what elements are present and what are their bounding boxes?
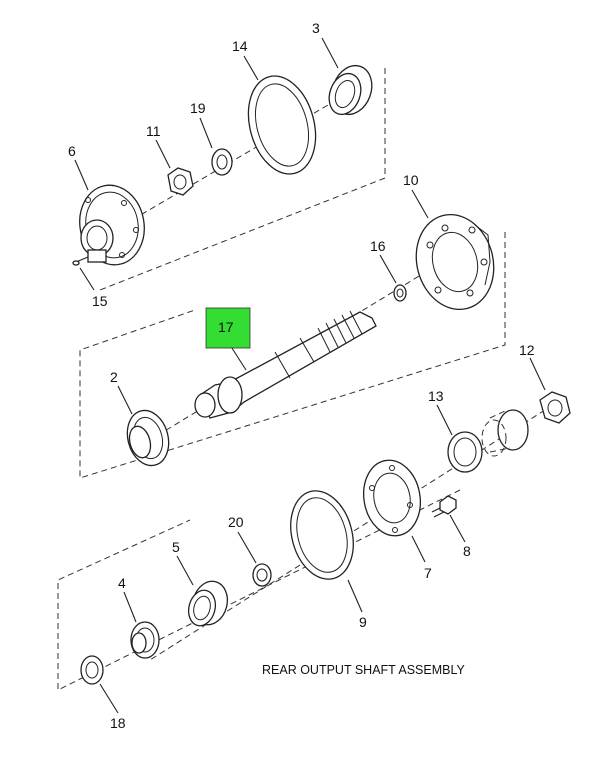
part-11-nut[interactable] bbox=[167, 167, 194, 196]
callout-16[interactable]: 16 bbox=[370, 238, 386, 254]
callout-19[interactable]: 19 bbox=[190, 100, 206, 116]
part-12-nut[interactable] bbox=[539, 391, 571, 424]
callout-18[interactable]: 18 bbox=[110, 715, 126, 731]
callout-17[interactable]: 17 bbox=[218, 319, 234, 335]
callout-5[interactable]: 5 bbox=[172, 539, 180, 555]
callout-17-highlight-box[interactable] bbox=[205, 307, 251, 349]
leader-lines bbox=[74, 37, 546, 714]
callout-14[interactable]: 14 bbox=[232, 38, 248, 54]
callout-6[interactable]: 6 bbox=[68, 143, 76, 159]
callout-10[interactable]: 10 bbox=[403, 172, 419, 188]
part-20-washer[interactable] bbox=[252, 563, 272, 587]
part-4-bearing-cone[interactable] bbox=[130, 621, 160, 659]
part-sleeve bbox=[481, 409, 529, 457]
callout-4[interactable]: 4 bbox=[118, 575, 126, 591]
callout-13[interactable]: 13 bbox=[428, 388, 444, 404]
part-19-washer[interactable] bbox=[211, 148, 233, 176]
part-15-pin[interactable] bbox=[72, 256, 89, 266]
callout-15[interactable]: 15 bbox=[92, 293, 108, 309]
part-3-bearing-cup[interactable] bbox=[324, 60, 379, 120]
callout-11[interactable]: 11 bbox=[146, 123, 161, 139]
callout-8[interactable]: 8 bbox=[463, 543, 471, 559]
part-2-bearing-cone[interactable] bbox=[121, 406, 174, 470]
part-5-bearing-cup[interactable] bbox=[185, 577, 232, 628]
callout-12[interactable]: 12 bbox=[519, 342, 535, 358]
callout-20[interactable]: 20 bbox=[228, 514, 244, 530]
part-6-yoke[interactable] bbox=[74, 180, 151, 270]
callout-labels: 3 14 19 11 6 15 10 16 17 2 12 13 8 7 20 … bbox=[68, 20, 535, 731]
callout-3[interactable]: 3 bbox=[312, 20, 320, 36]
diagram-caption: REAR OUTPUT SHAFT ASSEMBLY bbox=[262, 663, 465, 677]
part-9-shim[interactable] bbox=[281, 484, 362, 586]
part-8-bolt[interactable] bbox=[431, 495, 457, 518]
part-16-washer[interactable] bbox=[393, 284, 407, 302]
part-13-seal[interactable] bbox=[447, 431, 483, 473]
callout-9[interactable]: 9 bbox=[359, 614, 367, 630]
part-17-output-shaft[interactable] bbox=[194, 310, 377, 419]
part-7-retainer[interactable] bbox=[358, 456, 426, 541]
callout-7[interactable]: 7 bbox=[424, 565, 432, 581]
part-10-flange[interactable] bbox=[406, 206, 504, 318]
part-14-shim[interactable] bbox=[238, 68, 326, 181]
part-18-washer[interactable] bbox=[80, 655, 104, 685]
callout-2[interactable]: 2 bbox=[110, 369, 118, 385]
